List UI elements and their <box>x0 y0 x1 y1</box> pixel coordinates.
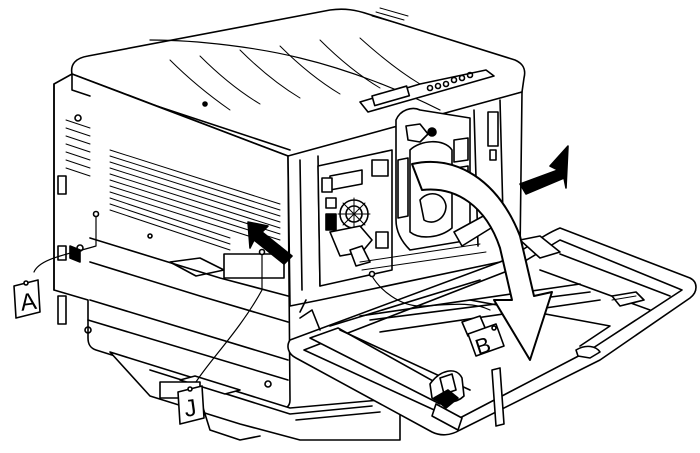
rotate-arrow <box>411 160 553 361</box>
pointer-arrow-right <box>519 145 569 195</box>
callout-j: J <box>177 385 205 425</box>
left-side-panel <box>53 73 291 410</box>
callout-j-label: J <box>183 394 199 422</box>
pointer-arrow-left <box>247 221 293 265</box>
callout-a-label: A <box>19 288 39 317</box>
callout-a: A <box>13 279 41 319</box>
gear-icon <box>337 197 371 231</box>
callout-b: B <box>467 323 505 360</box>
